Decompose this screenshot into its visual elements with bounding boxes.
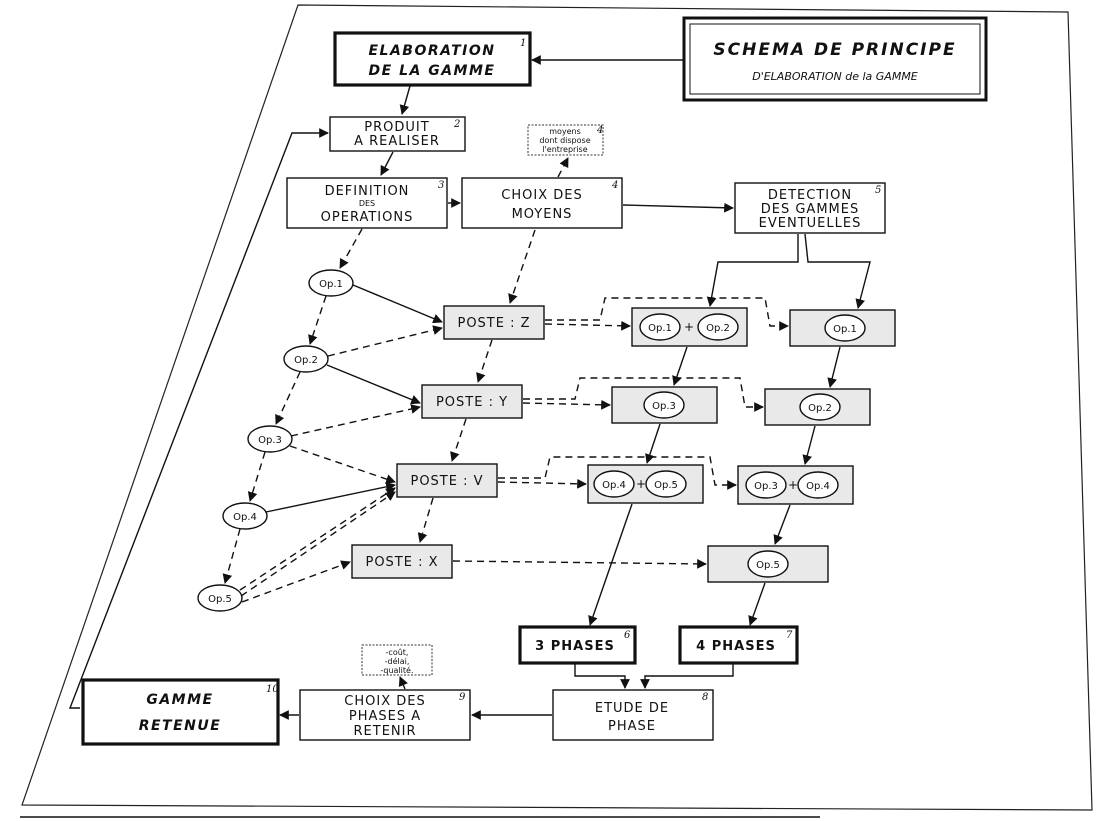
node-4-phases: 4 PHASES 7 (678, 625, 799, 665)
svg-text:Op.1: Op.1 (833, 324, 857, 335)
node-choix-moyens: CHOIX DES MOYENS 4 (461, 177, 623, 229)
node-etude-phase: ETUDE DE PHASE 8 (552, 689, 714, 741)
svg-text:POSTE : Z: POSTE : Z (457, 316, 530, 331)
svg-text:ELABORATION: ELABORATION (368, 43, 495, 59)
svg-text:Op.2: Op.2 (706, 323, 730, 334)
svg-text:POSTE : Y: POSTE : Y (436, 395, 508, 410)
svg-text:+: + (788, 478, 798, 492)
node-choix-phases: CHOIX DES PHASES A RETENIR 9 (299, 689, 471, 741)
node-3-phases: 3 PHASES 6 (518, 625, 637, 665)
svg-text:Op.3: Op.3 (258, 435, 282, 446)
svg-text:Op.3: Op.3 (652, 401, 676, 412)
svg-text:3 PHASES: 3 PHASES (535, 639, 615, 654)
svg-text:POSTE : V: POSTE : V (410, 474, 483, 489)
page-sheet-outline (21, 4, 1093, 811)
title-line1: SCHEMA DE PRINCIPE (713, 40, 956, 60)
gamme-a-phases: Op.1 + Op.2 Op.3 Op.4 + Op.5 (587, 307, 748, 504)
svg-text:4 PHASES: 4 PHASES (696, 639, 776, 654)
svg-text:PRODUIT: PRODUIT (364, 120, 429, 135)
svg-text:1: 1 (520, 38, 526, 49)
svg-text:Op.4: Op.4 (806, 481, 830, 492)
svg-text:Op.5: Op.5 (756, 560, 780, 571)
gamme-b-phase-3: Op.3 + Op.4 (737, 465, 854, 505)
op-ellipse-5: Op.5 (197, 584, 243, 612)
node-moyens-entreprise: moyens dont dispose l'entreprise 4 (527, 124, 604, 156)
svg-text:dont dispose: dont dispose (539, 136, 590, 145)
svg-text:4: 4 (611, 180, 618, 191)
svg-text:3: 3 (438, 180, 444, 191)
poste-boxes: POSTE : Z POSTE : Y POSTE : V POSTE : X (351, 305, 545, 579)
svg-text:-coût,: -coût, (386, 648, 409, 657)
op-ellipse-1: Op.1 (308, 269, 354, 297)
svg-text:moyens: moyens (549, 127, 581, 136)
connectors (68, 55, 871, 720)
title-line2: D'ELABORATION de la GAMME (752, 70, 918, 83)
poste-z: POSTE : Z (443, 305, 545, 340)
svg-text:7: 7 (786, 630, 793, 641)
gamme-b-phases: Op.1 Op.2 Op.3 + Op.4 Op.5 (707, 309, 896, 583)
svg-text:DETECTION: DETECTION (768, 188, 852, 203)
svg-text:CHOIX DES: CHOIX DES (501, 188, 582, 203)
svg-text:Op.2: Op.2 (808, 403, 832, 414)
svg-text:l'entreprise: l'entreprise (542, 145, 587, 154)
svg-text:DE LA GAMME: DE LA GAMME (369, 63, 496, 79)
svg-text:POSTE : X: POSTE : X (365, 555, 438, 570)
gamme-b-phase-1: Op.1 (789, 309, 896, 347)
svg-text:4: 4 (596, 125, 603, 136)
svg-text:Op.4: Op.4 (233, 512, 257, 523)
node-criteres: -coût, -délai, -qualité. (361, 644, 433, 676)
svg-text:Op.1: Op.1 (648, 323, 672, 334)
svg-text:Op.5: Op.5 (654, 480, 678, 491)
svg-text:CHOIX DES: CHOIX DES (344, 694, 425, 709)
svg-text:EVENTUELLES: EVENTUELLES (759, 216, 862, 231)
svg-text:DEFINITION: DEFINITION (325, 184, 410, 199)
svg-text:A REALISER: A REALISER (354, 134, 440, 149)
gamme-a-phase-3: Op.4 + Op.5 (587, 464, 704, 504)
poste-v: POSTE : V (396, 463, 498, 498)
svg-text:MOYENS: MOYENS (512, 207, 573, 222)
poste-y: POSTE : Y (421, 384, 523, 419)
svg-text:RETENIR: RETENIR (354, 724, 417, 739)
gamme-b-phase-4: Op.5 (707, 545, 829, 583)
op-ellipse-3: Op.3 (247, 425, 293, 453)
operation-ellipses: Op.1 Op.2 Op.3 Op.4 Op.5 (197, 269, 354, 612)
svg-text:Op.2: Op.2 (294, 355, 318, 366)
gamme-a-phase-2: Op.3 (611, 386, 718, 424)
svg-text:Op.1: Op.1 (319, 279, 343, 290)
svg-text:-délai,: -délai, (385, 656, 410, 666)
svg-text:Op.5: Op.5 (208, 594, 232, 605)
op-ellipse-2: Op.2 (283, 345, 329, 373)
svg-text:OPERATIONS: OPERATIONS (321, 210, 414, 225)
title-box: SCHEMA DE PRINCIPE D'ELABORATION de la G… (682, 16, 988, 102)
svg-text:+: + (684, 320, 694, 334)
gamme-a-phase-1: Op.1 + Op.2 (631, 307, 748, 347)
node-definition: DEFINITION DES OPERATIONS 3 (286, 177, 448, 229)
poste-x: POSTE : X (351, 544, 453, 579)
node-elaboration: ELABORATION DE LA GAMME 1 (333, 31, 532, 87)
svg-text:RETENUE: RETENUE (139, 718, 222, 734)
svg-text:9: 9 (459, 692, 466, 703)
svg-text:6: 6 (624, 630, 631, 641)
svg-text:5: 5 (875, 185, 881, 196)
svg-text:PHASE: PHASE (608, 719, 656, 734)
gamme-b-phase-2: Op.2 (764, 388, 871, 426)
svg-text:GAMME: GAMME (146, 692, 213, 708)
svg-text:ETUDE DE: ETUDE DE (595, 701, 669, 716)
node-produit: PRODUIT A REALISER 2 (329, 116, 466, 152)
op-ellipse-4: Op.4 (222, 502, 268, 530)
node-detection: DETECTION DES GAMMES EVENTUELLES 5 (734, 182, 886, 234)
svg-text:Op.3: Op.3 (754, 481, 778, 492)
svg-text:PHASES A: PHASES A (349, 709, 421, 724)
svg-text:+: + (636, 477, 646, 491)
svg-text:Op.4: Op.4 (602, 480, 626, 491)
svg-text:2: 2 (453, 119, 460, 130)
svg-text:-qualité.: -qualité. (381, 665, 414, 675)
svg-text:8: 8 (702, 692, 708, 703)
svg-text:DES GAMMES: DES GAMMES (761, 202, 859, 217)
svg-text:DES: DES (359, 199, 375, 208)
node-gamme-retenue: GAMME RETENUE 10 (81, 678, 280, 746)
svg-text:10: 10 (266, 684, 279, 695)
